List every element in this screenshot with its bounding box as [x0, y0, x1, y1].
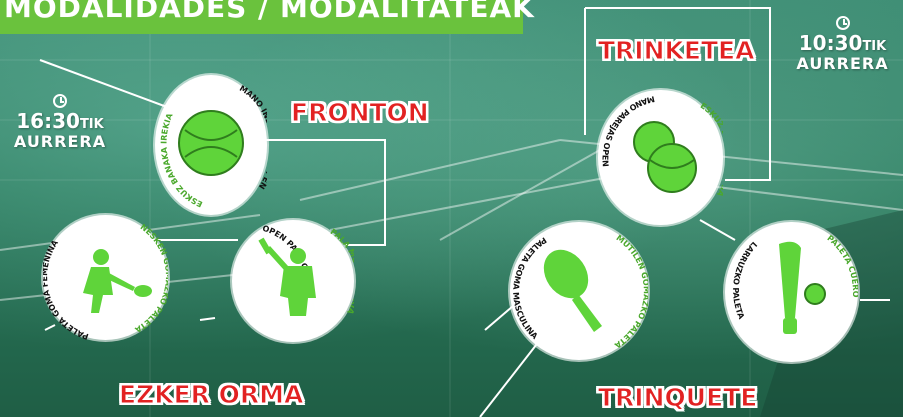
paleta-goma-masculina-label-left: PALETA GOMA MASCULINA	[511, 235, 548, 341]
pala-corta-badge: OPEN PALA CORTA PALA MOTZA IREKIA	[232, 220, 354, 342]
trinketea-title: TRINKETEA	[597, 36, 755, 66]
svg-text:PALETA GOMA FEMENINA: PALETA GOMA FEMENINA	[43, 238, 90, 340]
fronton-title: FRONTON	[291, 98, 430, 128]
banner-title: MODALIDADES / MODALITATEAK	[4, 0, 535, 24]
paleta-goma-femenina-label-left: PALETA GOMA FEMENINA	[43, 238, 90, 340]
male-player-icon	[258, 237, 316, 316]
balls-icon	[633, 121, 697, 193]
ball-icon	[178, 110, 244, 176]
leather-paddle-icon	[779, 241, 826, 334]
paddle-icon	[543, 249, 602, 332]
svg-text:PALETA CUERO: PALETA CUERO	[825, 234, 858, 298]
time-right-suffix: TIK	[862, 39, 887, 54]
paleta-cuero-badge: LARRUZKO PALETA PALETA CUERO	[725, 222, 858, 362]
time-left-label: AURRERA	[13, 132, 107, 151]
time-left-hour: 16:30	[16, 109, 80, 133]
paleta-cuero-label-left: LARRUZKO PALETA	[731, 240, 759, 321]
female-player-icon	[83, 249, 152, 313]
paleta-goma-femenina-label-right: NESKEN GOMAZKO PALETA	[133, 222, 168, 334]
svg-text:NESKEN GOMAZKO PALETA: NESKEN GOMAZKO PALETA	[133, 222, 168, 334]
clock-icon	[835, 16, 850, 30]
clock-icon	[53, 94, 67, 108]
header-banner: MODALIDADES / MODALITATEAK	[0, 0, 534, 34]
mano-parejas-label-right: ESKUZ BINAKA IREKIA	[699, 101, 723, 199]
pala-corta-label-right: PALA MOTZA IREKIA	[329, 227, 354, 316]
time-right-label: AURRERA	[796, 54, 889, 73]
svg-text:PALETA GOMA MASCULINA: PALETA GOMA MASCULINA	[511, 235, 548, 341]
paleta-goma-masculina-badge: PALETA GOMA MASCULINA MUTILEN GOMAZKO PA…	[510, 222, 648, 360]
svg-text:MUTILEN GOMAZKO PALETA: MUTILEN GOMAZKO PALETA	[612, 233, 648, 350]
time-left-suffix: TIK	[79, 117, 104, 132]
time-right-hour: 10:30	[798, 31, 863, 55]
svg-text:PALA MOTZA IREKIA: PALA MOTZA IREKIA	[329, 227, 354, 316]
svg-text:ESKUZ BINAKA IREKIA: ESKUZ BINAKA IREKIA	[699, 101, 723, 199]
paleta-goma-femenina-badge: PALETA GOMA FEMENINA NESKEN GOMAZKO PALE…	[43, 215, 168, 340]
ezker-orma-title: EZKER ORMA	[118, 380, 304, 410]
time-right: 10:30TIK AURRERA	[785, 16, 900, 73]
mano-individual-badge: ESKUZ BANAKA IREKIA MANO INDIVIDUAL OPEN	[155, 75, 267, 215]
mano-parejas-badge: MANO PAREJAS OPEN ESKUZ BINAKA IREKIA	[598, 90, 723, 225]
trinquete-title: TRINQUETE	[597, 383, 758, 413]
svg-text:LARRUZKO PALETA: LARRUZKO PALETA	[731, 240, 759, 321]
paleta-goma-masculina-label-right: MUTILEN GOMAZKO PALETA	[612, 233, 648, 350]
time-left: 16:30TIK AURRERA	[5, 94, 115, 151]
paleta-cuero-label-right: PALETA CUERO	[825, 234, 858, 298]
